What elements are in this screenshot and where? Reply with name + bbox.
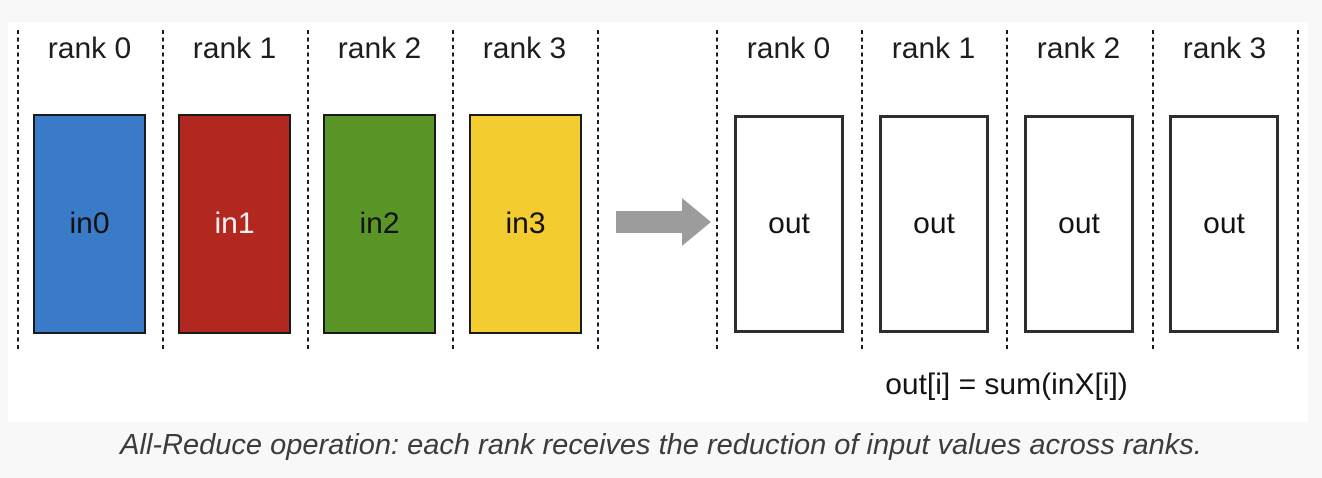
input-buffer-in1: in1 [178,114,291,334]
rank-label-output-1: rank 1 [891,32,976,65]
figure-caption: All-Reduce operation: each rank receives… [120,429,1202,461]
column-separator [597,30,599,352]
column-separator [452,30,454,352]
rank-label-input-0: rank 0 [47,32,132,65]
column-separator [1006,30,1008,352]
rank-label-input-1: rank 1 [192,32,277,65]
rank-label-output-0: rank 0 [746,32,831,65]
input-buffer-in2: in2 [323,114,436,334]
output-buffer-rank0: out [734,115,844,333]
column-separator [307,30,309,352]
output-buffer-rank3: out [1169,115,1279,333]
rank-label-input-2: rank 2 [337,32,422,65]
output-buffer-rank2: out [1024,115,1134,333]
column-separator [17,30,19,352]
rank-label-output-3: rank 3 [1182,32,1267,65]
input-buffer-in3: in3 [469,114,582,334]
output-buffer-rank1: out [879,115,989,333]
rank-label-output-2: rank 2 [1036,32,1121,65]
column-separator [716,30,718,352]
input-buffer-in0: in0 [33,114,146,334]
right-arrow-icon [616,198,711,246]
rank-label-input-3: rank 3 [482,32,567,65]
column-separator [1297,30,1299,352]
column-separator [861,30,863,352]
column-separator [1152,30,1154,352]
column-separator [162,30,164,352]
reduction-formula: out[i] = sum(inX[i]) [885,368,1128,401]
